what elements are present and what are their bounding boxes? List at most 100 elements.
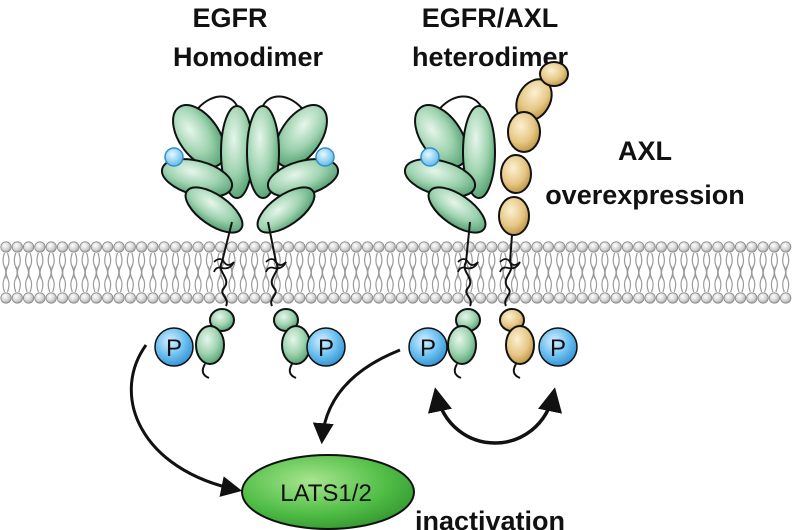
lipid-tail xyxy=(638,265,643,293)
lipid-head xyxy=(384,292,396,304)
lipid-head xyxy=(395,241,408,253)
lipid-head xyxy=(282,241,295,253)
lipid-head xyxy=(102,292,114,304)
lipid-head xyxy=(542,292,555,304)
lipid-head xyxy=(169,241,182,253)
lipid-tail xyxy=(612,265,617,293)
lipid-tail xyxy=(578,265,583,293)
lipid-head xyxy=(226,241,238,253)
activation-arrow-center xyxy=(312,348,401,445)
lipid-head xyxy=(576,292,588,304)
lipid-tail xyxy=(694,265,699,293)
lipid-head xyxy=(429,292,441,304)
lipid-head xyxy=(452,292,464,304)
lipid-head xyxy=(339,241,351,253)
lipid-head xyxy=(734,292,747,304)
lats-label: LATS1/2 xyxy=(280,480,372,507)
lipid-head xyxy=(554,292,566,304)
lipid-head xyxy=(249,292,261,304)
egfr-label-line2: Homodimer xyxy=(173,42,324,72)
coil xyxy=(265,258,287,273)
lipid-tail xyxy=(706,265,711,293)
lipid-head xyxy=(429,241,441,253)
lipid-head xyxy=(79,241,91,253)
lipid-tail xyxy=(152,265,157,293)
lipid-tail xyxy=(386,265,391,293)
lipid-tail xyxy=(389,265,394,293)
lipid-tail xyxy=(468,265,473,293)
lipid-tail xyxy=(669,265,674,293)
lipid-tail xyxy=(556,265,561,293)
lipid-head xyxy=(237,292,249,304)
lipid-tail xyxy=(58,265,64,293)
lipid-head xyxy=(678,241,690,253)
lipid-head xyxy=(226,292,238,304)
lipid-tail xyxy=(770,265,775,293)
lipid-head xyxy=(169,292,182,304)
lipid-tail xyxy=(239,265,244,293)
lipid-tail xyxy=(174,265,180,293)
lipid-head xyxy=(328,292,340,304)
ligand-dot xyxy=(164,147,184,167)
lipid-tail xyxy=(525,265,530,293)
lipid-tail xyxy=(423,265,428,293)
lipid-head xyxy=(192,241,204,253)
lipid-head xyxy=(621,292,634,304)
lipid-head xyxy=(350,292,362,304)
egfr-domain xyxy=(427,186,487,234)
lipid-tail xyxy=(344,265,349,293)
egfr-homodimer-label: EGFR Homodimer xyxy=(173,3,324,72)
lipid-head xyxy=(587,241,600,253)
lipid-head xyxy=(621,241,634,253)
lipid-tail xyxy=(477,265,482,293)
lipid-head xyxy=(689,292,701,304)
lipid-tail xyxy=(39,265,44,293)
lipid-tail xyxy=(522,265,527,293)
lipid-tail xyxy=(73,265,78,293)
lipid-head xyxy=(79,292,91,304)
lipid-tail xyxy=(163,265,168,293)
lats-ellipse xyxy=(241,454,415,530)
heterodimer-label-line1: EGFR/AXL xyxy=(422,3,559,33)
lipid-head xyxy=(700,241,713,253)
lipid-tail xyxy=(307,265,312,293)
lipid-head xyxy=(316,292,328,304)
lipid-tail xyxy=(352,265,357,293)
lipid-head xyxy=(712,241,724,253)
axl-transmembrane xyxy=(504,234,513,307)
lipid-head xyxy=(0,241,12,253)
lipid-head xyxy=(599,241,611,253)
lipid-tail xyxy=(70,265,75,293)
lipid-head xyxy=(757,292,769,304)
lipid-head xyxy=(633,241,645,253)
lipid-tail xyxy=(92,265,97,293)
phospho-badge: P xyxy=(154,327,194,367)
lipid-head xyxy=(610,292,622,304)
lipid-head xyxy=(192,292,204,304)
lipid-head xyxy=(757,241,769,253)
lipid-head xyxy=(68,292,80,304)
lipid-tail xyxy=(299,265,304,293)
lipid-head xyxy=(23,241,35,253)
tail xyxy=(453,363,462,379)
lipid-tail xyxy=(61,265,67,293)
lipid-head xyxy=(474,241,487,253)
lipid-tail xyxy=(107,265,112,293)
lipid-head xyxy=(11,292,23,304)
lipid-head xyxy=(655,292,668,304)
lipid-tail xyxy=(739,265,745,293)
lipid-tail xyxy=(510,265,516,293)
egfr-domain xyxy=(172,104,226,168)
lipid-head xyxy=(305,241,317,253)
lipid-tail xyxy=(657,265,662,293)
lipid-head xyxy=(520,241,532,253)
lipid-tail xyxy=(355,265,360,293)
lipid-head xyxy=(90,292,103,304)
lipid-head xyxy=(542,241,555,253)
coil xyxy=(499,258,521,273)
lipid-head xyxy=(34,292,46,304)
lipid-head xyxy=(474,292,487,304)
lipid-tail xyxy=(680,265,685,293)
egfr-domain xyxy=(256,186,316,234)
lipid-head xyxy=(181,292,193,304)
